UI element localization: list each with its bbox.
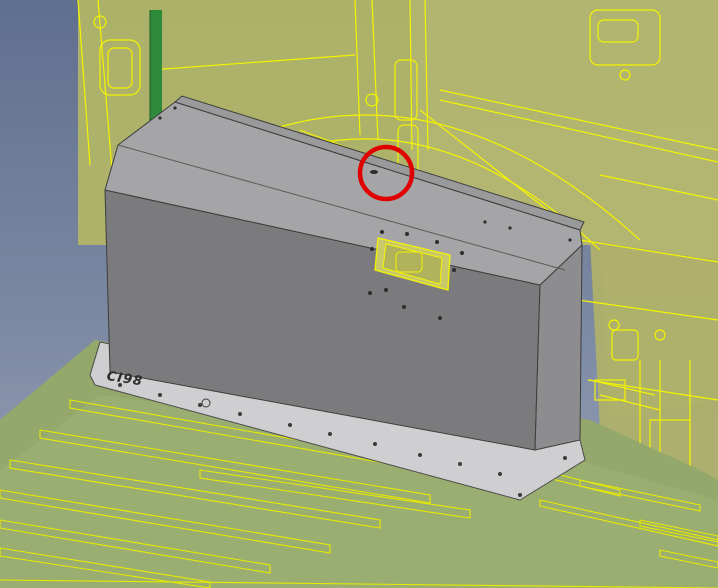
access-window[interactable] (374, 237, 451, 291)
floor-ribs (0, 399, 718, 588)
highlight-circle-icon (357, 144, 415, 202)
flange-bolt-holes (118, 383, 567, 497)
enclosure-body[interactable] (104, 95, 585, 451)
enclosure-top-lip[interactable] (173, 95, 585, 231)
enclosure-fastener-holes (158, 106, 572, 320)
